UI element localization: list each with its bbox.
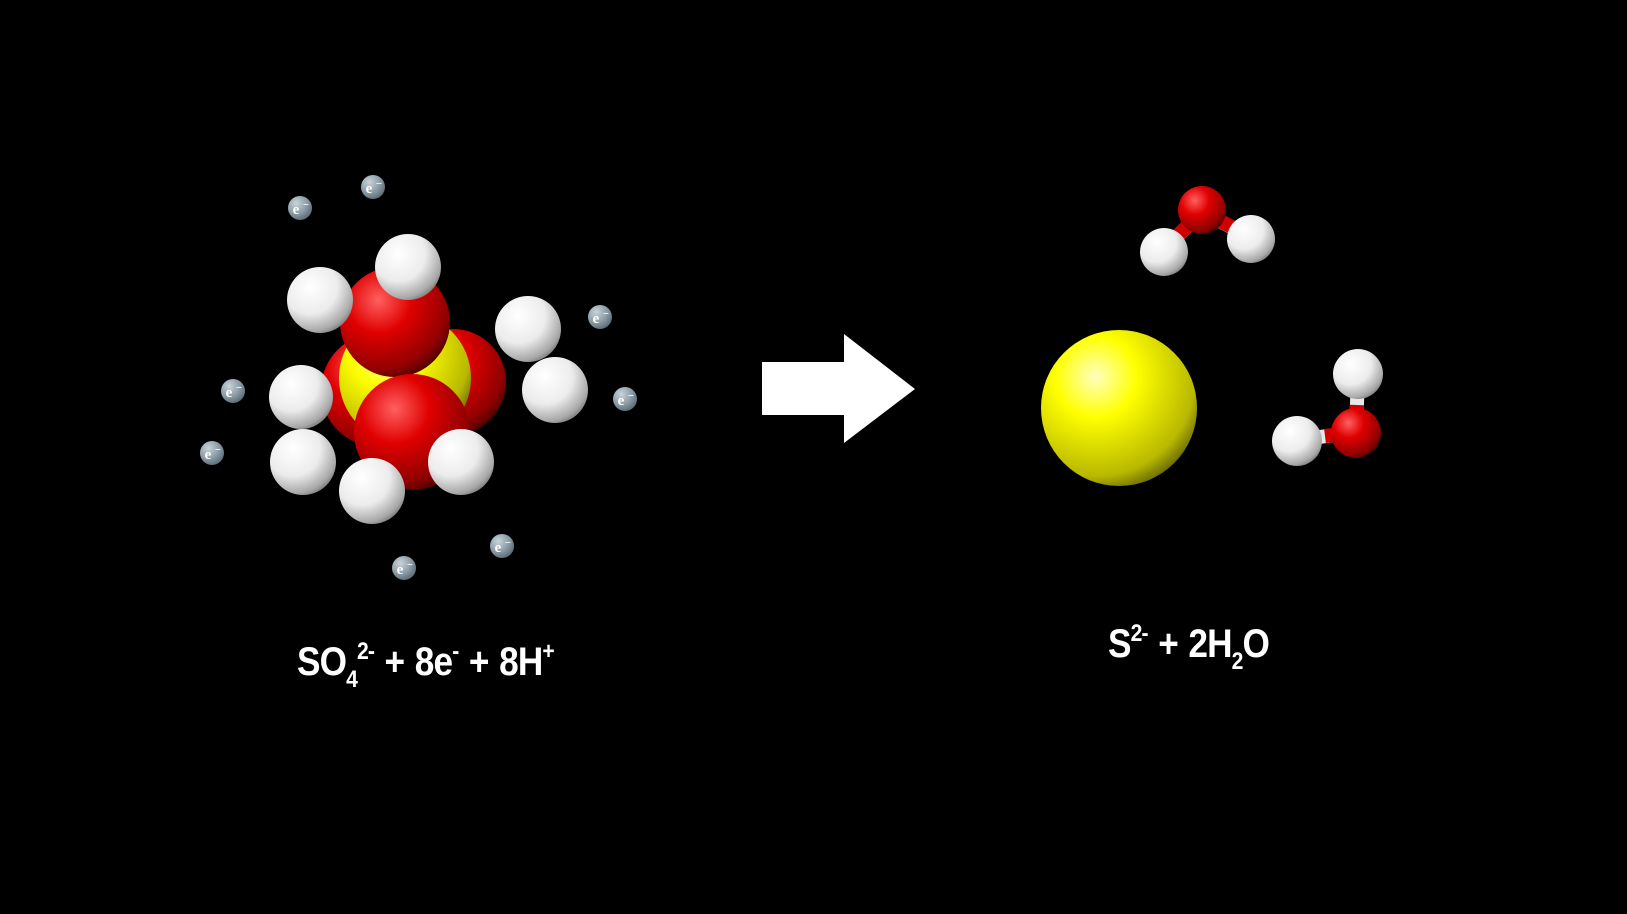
- oxygen-atom: [1331, 408, 1381, 458]
- electron: e −: [200, 441, 224, 465]
- electron: e −: [392, 556, 416, 580]
- electron: e −: [613, 387, 637, 411]
- protons-term: 8H+: [499, 638, 555, 685]
- right-arrow-icon: [762, 334, 915, 443]
- water-molecule: [1272, 349, 1383, 466]
- svg-text:−: −: [407, 559, 413, 571]
- proton-group: [269, 234, 588, 524]
- svg-text:e: e: [293, 202, 300, 218]
- hydrogen-atom: [287, 267, 353, 333]
- svg-text:−: −: [628, 390, 634, 402]
- svg-text:−: −: [236, 382, 242, 394]
- plus-sign: +: [468, 640, 490, 684]
- hydrogen-atom: [269, 365, 333, 429]
- sulfate-formula: SO42-: [297, 638, 375, 693]
- electron: e −: [221, 379, 245, 403]
- svg-text:e: e: [397, 562, 404, 578]
- sulfate-ion-model: [321, 267, 506, 490]
- svg-text:e: e: [593, 311, 600, 327]
- oxygen-atom: [1178, 186, 1226, 234]
- svg-text:−: −: [303, 199, 309, 211]
- hydrogen-atom: [1140, 228, 1188, 276]
- plus-sign: +: [1158, 622, 1179, 666]
- water-molecule: [1140, 186, 1275, 276]
- hydrogen-atom: [375, 234, 441, 300]
- svg-text:e: e: [618, 393, 625, 409]
- hydrogen-atom: [1272, 416, 1322, 466]
- svg-text:e: e: [205, 447, 212, 463]
- hydrogen-atom: [522, 357, 588, 423]
- sulfide-ion-atom: [1041, 330, 1197, 486]
- svg-text:e: e: [366, 181, 373, 197]
- sulfide-formula: S2-: [1108, 620, 1149, 667]
- plus-sign: +: [384, 640, 406, 684]
- hydrogen-atom: [1227, 215, 1275, 263]
- water-term: 2H2O: [1188, 622, 1270, 675]
- electron: e −: [588, 305, 612, 329]
- hydrogen-atom: [428, 429, 494, 495]
- electrons-term: 8e-: [414, 638, 459, 685]
- svg-text:−: −: [215, 444, 221, 456]
- electron: e −: [361, 175, 385, 199]
- electron: e −: [490, 534, 514, 558]
- reactants-equation: SO42-+8e-+8H+: [297, 638, 555, 693]
- svg-text:−: −: [376, 178, 382, 190]
- hydrogen-atom: [270, 429, 336, 495]
- products-equation: S2-+2H2O: [1108, 620, 1270, 675]
- hydrogen-atom: [1333, 349, 1383, 399]
- hydrogen-atom: [495, 296, 561, 362]
- svg-text:−: −: [603, 308, 609, 320]
- electron: e −: [288, 196, 312, 220]
- hydrogen-atom: [339, 458, 405, 524]
- electron-group: e − e − e − e − e −: [200, 175, 637, 580]
- svg-text:−: −: [505, 537, 511, 549]
- svg-text:e: e: [226, 385, 233, 401]
- svg-text:e: e: [495, 540, 502, 556]
